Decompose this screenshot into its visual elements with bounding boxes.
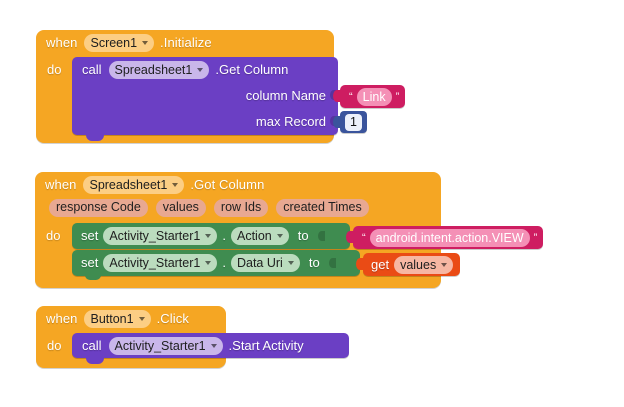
get-block-body[interactable]: get values	[363, 253, 461, 276]
to-keyword: to	[297, 228, 309, 243]
component-dropdown-activity-starter1[interactable]: Activity_Starter1	[103, 253, 218, 272]
component-dropdown-label: Activity_Starter1	[109, 255, 201, 270]
arg-row-max-record: max Record	[72, 108, 344, 134]
text-block-body[interactable]: “ Link ”	[340, 85, 406, 108]
variable-dropdown-values[interactable]: values	[394, 255, 454, 274]
dot-separator: .	[222, 228, 226, 243]
block-plug	[346, 231, 354, 243]
open-quote-icon: “	[349, 90, 353, 103]
chevron-down-icon	[142, 40, 149, 45]
event-name: .Initialize	[160, 35, 212, 50]
param-chip-row-ids[interactable]: row Ids	[213, 198, 269, 217]
value-text-link[interactable]: “ Link ”	[333, 85, 406, 108]
event-name: .Click	[156, 311, 189, 326]
event-header-row: when Screen1 .Initialize	[36, 30, 334, 55]
method-name: .Start Activity	[228, 338, 304, 353]
component-dropdown-activity-starter1[interactable]: Activity_Starter1	[103, 226, 218, 245]
property-dropdown-label: Action	[236, 228, 272, 243]
property-dropdown-label: Data Uri	[236, 255, 283, 270]
event-name: .Got Column	[190, 177, 265, 192]
block-plug	[333, 90, 341, 102]
variable-dropdown-label: values	[400, 257, 437, 272]
property-dropdown-action[interactable]: Action	[230, 226, 289, 245]
param-chip-created-times[interactable]: created Times	[276, 198, 369, 217]
value-text-android-intent-action-view[interactable]: “ android.intent.action.VIEW ”	[346, 226, 544, 249]
chevron-down-icon	[138, 316, 145, 321]
component-dropdown-label: Screen1	[90, 35, 138, 50]
text-value-field[interactable]: Link	[356, 87, 392, 106]
set-keyword: set	[81, 228, 99, 243]
property-dropdown-data-uri[interactable]: Data Uri	[230, 253, 300, 272]
component-dropdown-label: Activity_Starter1	[114, 338, 206, 353]
arg-row-column-name: column Name	[72, 82, 344, 108]
set-keyword: set	[81, 255, 99, 270]
block-set-activity-starter1-data-uri[interactable]: set Activity_Starter1 . Data Uri to	[72, 250, 360, 280]
call-header-row: call Activity_Starter1 .Start Activity	[72, 333, 349, 358]
block-when-screen1-initialize[interactable]: when Screen1 .Initialize do call Spreads…	[36, 30, 338, 143]
arg-label-max-record: max Record	[255, 113, 326, 129]
call-block-notch	[86, 358, 104, 364]
component-dropdown-spreadsheet1[interactable]: Spreadsheet1	[83, 175, 185, 194]
component-dropdown-button1[interactable]: Button1	[84, 309, 151, 328]
number-block-body[interactable]: 1	[340, 111, 367, 133]
close-quote-icon: ”	[533, 231, 538, 244]
setter-row: set Activity_Starter1 . Data Uri to	[72, 250, 360, 275]
close-quote-icon: ”	[395, 90, 400, 103]
arg-label-column-name: column Name	[245, 87, 326, 103]
component-dropdown-label: Spreadsheet1	[114, 62, 193, 77]
get-keyword: get	[371, 257, 390, 272]
chevron-down-icon	[276, 233, 283, 238]
block-when-button1-click[interactable]: when Button1 .Click do call Activity_Sta…	[36, 306, 349, 368]
component-dropdown-activity-starter1[interactable]: Activity_Starter1	[108, 336, 223, 355]
param-chip-response-code[interactable]: response Code	[49, 198, 148, 217]
call-keyword: call	[82, 62, 102, 77]
when-keyword: when	[46, 35, 78, 50]
block-call-spreadsheet1-get-column[interactable]: call Spreadsheet1 .Get Column column Nam…	[72, 57, 338, 135]
chevron-down-icon	[172, 182, 179, 187]
call-block-notch	[86, 135, 104, 141]
chevron-down-icon	[197, 67, 204, 72]
value-socket[interactable]	[328, 255, 337, 271]
param-chip-values[interactable]: values	[155, 198, 206, 217]
setter-row: set Activity_Starter1 . Action to	[72, 223, 350, 248]
value-socket[interactable]	[317, 228, 326, 244]
component-dropdown-screen1[interactable]: Screen1	[84, 33, 155, 52]
value-number-max-record[interactable]: 1	[333, 111, 367, 133]
component-dropdown-label: Activity_Starter1	[109, 228, 201, 243]
value-get-values[interactable]: get values	[356, 253, 461, 276]
call-keyword: call	[82, 338, 102, 353]
to-keyword: to	[308, 255, 320, 270]
block-plug	[356, 258, 364, 270]
block-plug	[333, 116, 341, 128]
when-keyword: when	[46, 311, 78, 326]
text-value-field[interactable]: android.intent.action.VIEW	[369, 228, 530, 247]
event-header-row: when Button1 .Click	[36, 306, 226, 331]
dot-separator: .	[222, 255, 226, 270]
component-dropdown-label: Button1	[90, 311, 134, 326]
component-dropdown-spreadsheet1[interactable]: Spreadsheet1	[108, 60, 210, 79]
method-name: .Get Column	[215, 62, 289, 77]
chevron-down-icon	[441, 262, 448, 267]
call-header-row: call Spreadsheet1 .Get Column	[72, 57, 338, 82]
when-keyword: when	[45, 177, 77, 192]
event-parameters-row: response Code values row Ids created Tim…	[35, 197, 441, 218]
block-call-activity-starter1-start-activity[interactable]: call Activity_Starter1 .Start Activity	[72, 333, 349, 358]
event-header-row: when Spreadsheet1 .Got Column	[35, 172, 441, 197]
chevron-down-icon	[210, 343, 217, 348]
chevron-down-icon	[205, 260, 212, 265]
setter-block-notch	[85, 275, 101, 280]
do-label-block1: do	[47, 62, 62, 77]
block-set-activity-starter1-action[interactable]: set Activity_Starter1 . Action to	[72, 223, 350, 249]
do-label-block3: do	[47, 338, 62, 353]
number-value-field[interactable]: 1	[345, 113, 362, 131]
open-quote-icon: “	[362, 231, 366, 244]
text-block-body[interactable]: “ android.intent.action.VIEW ”	[353, 226, 544, 249]
chevron-down-icon	[205, 233, 212, 238]
do-label-block2: do	[46, 228, 61, 243]
chevron-down-icon	[287, 260, 294, 265]
component-dropdown-label: Spreadsheet1	[89, 177, 168, 192]
